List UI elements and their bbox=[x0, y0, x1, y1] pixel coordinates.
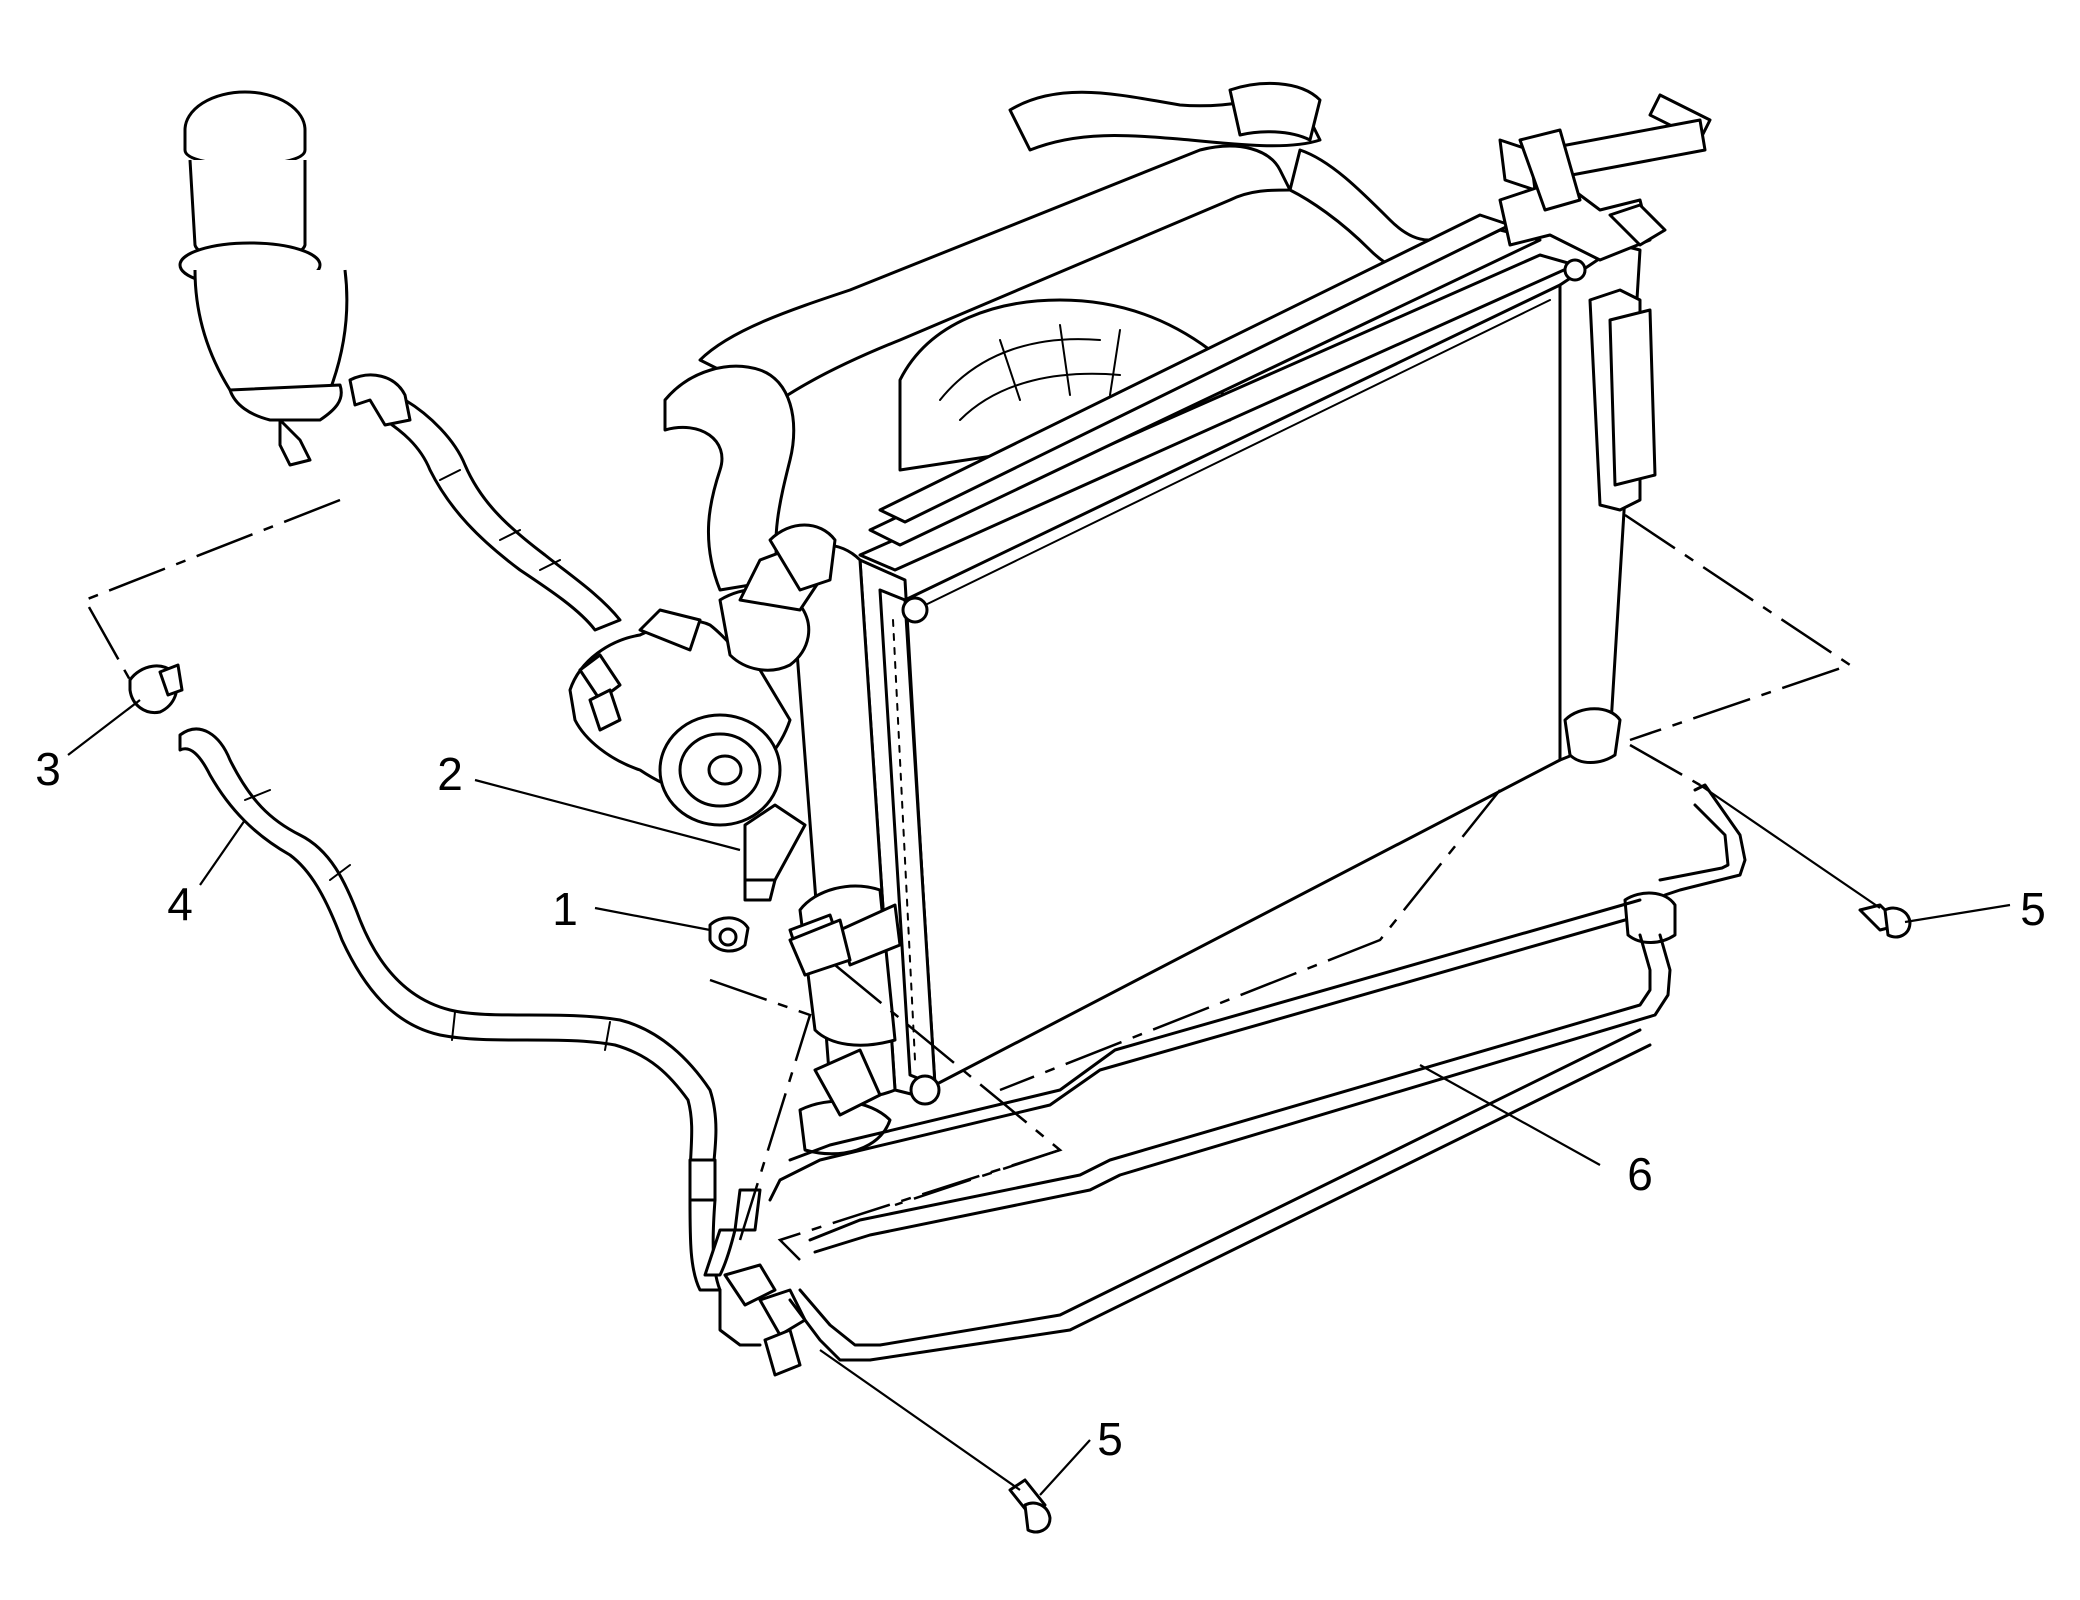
callout-5b: 5 bbox=[1097, 1413, 1123, 1465]
hose-clamp-1 bbox=[708, 916, 750, 953]
callout-1: 1 bbox=[552, 883, 578, 935]
callout-2: 2 bbox=[437, 748, 463, 800]
hose-clamp-3 bbox=[128, 663, 184, 715]
callout-5a: 5 bbox=[2020, 883, 2046, 935]
phantom-lines bbox=[83, 498, 1853, 1261]
leader-lines bbox=[67, 699, 2011, 1496]
power-steering-pump bbox=[568, 523, 837, 827]
bolt-upper bbox=[1858, 903, 1912, 939]
radiator bbox=[788, 128, 1667, 1156]
callout-labels: 1 2 3 4 5 5 6 bbox=[35, 743, 2046, 1465]
callout-3: 3 bbox=[35, 743, 61, 795]
power-steering-reservoir bbox=[178, 90, 412, 467]
reservoir-to-pump-hose bbox=[383, 398, 622, 632]
callout-4: 4 bbox=[167, 878, 193, 930]
return-hose bbox=[178, 727, 722, 1292]
callout-6: 6 bbox=[1627, 1148, 1653, 1200]
cooler-inlet-hose bbox=[703, 803, 807, 1277]
power-steering-cooler-pipe bbox=[718, 783, 1747, 1377]
